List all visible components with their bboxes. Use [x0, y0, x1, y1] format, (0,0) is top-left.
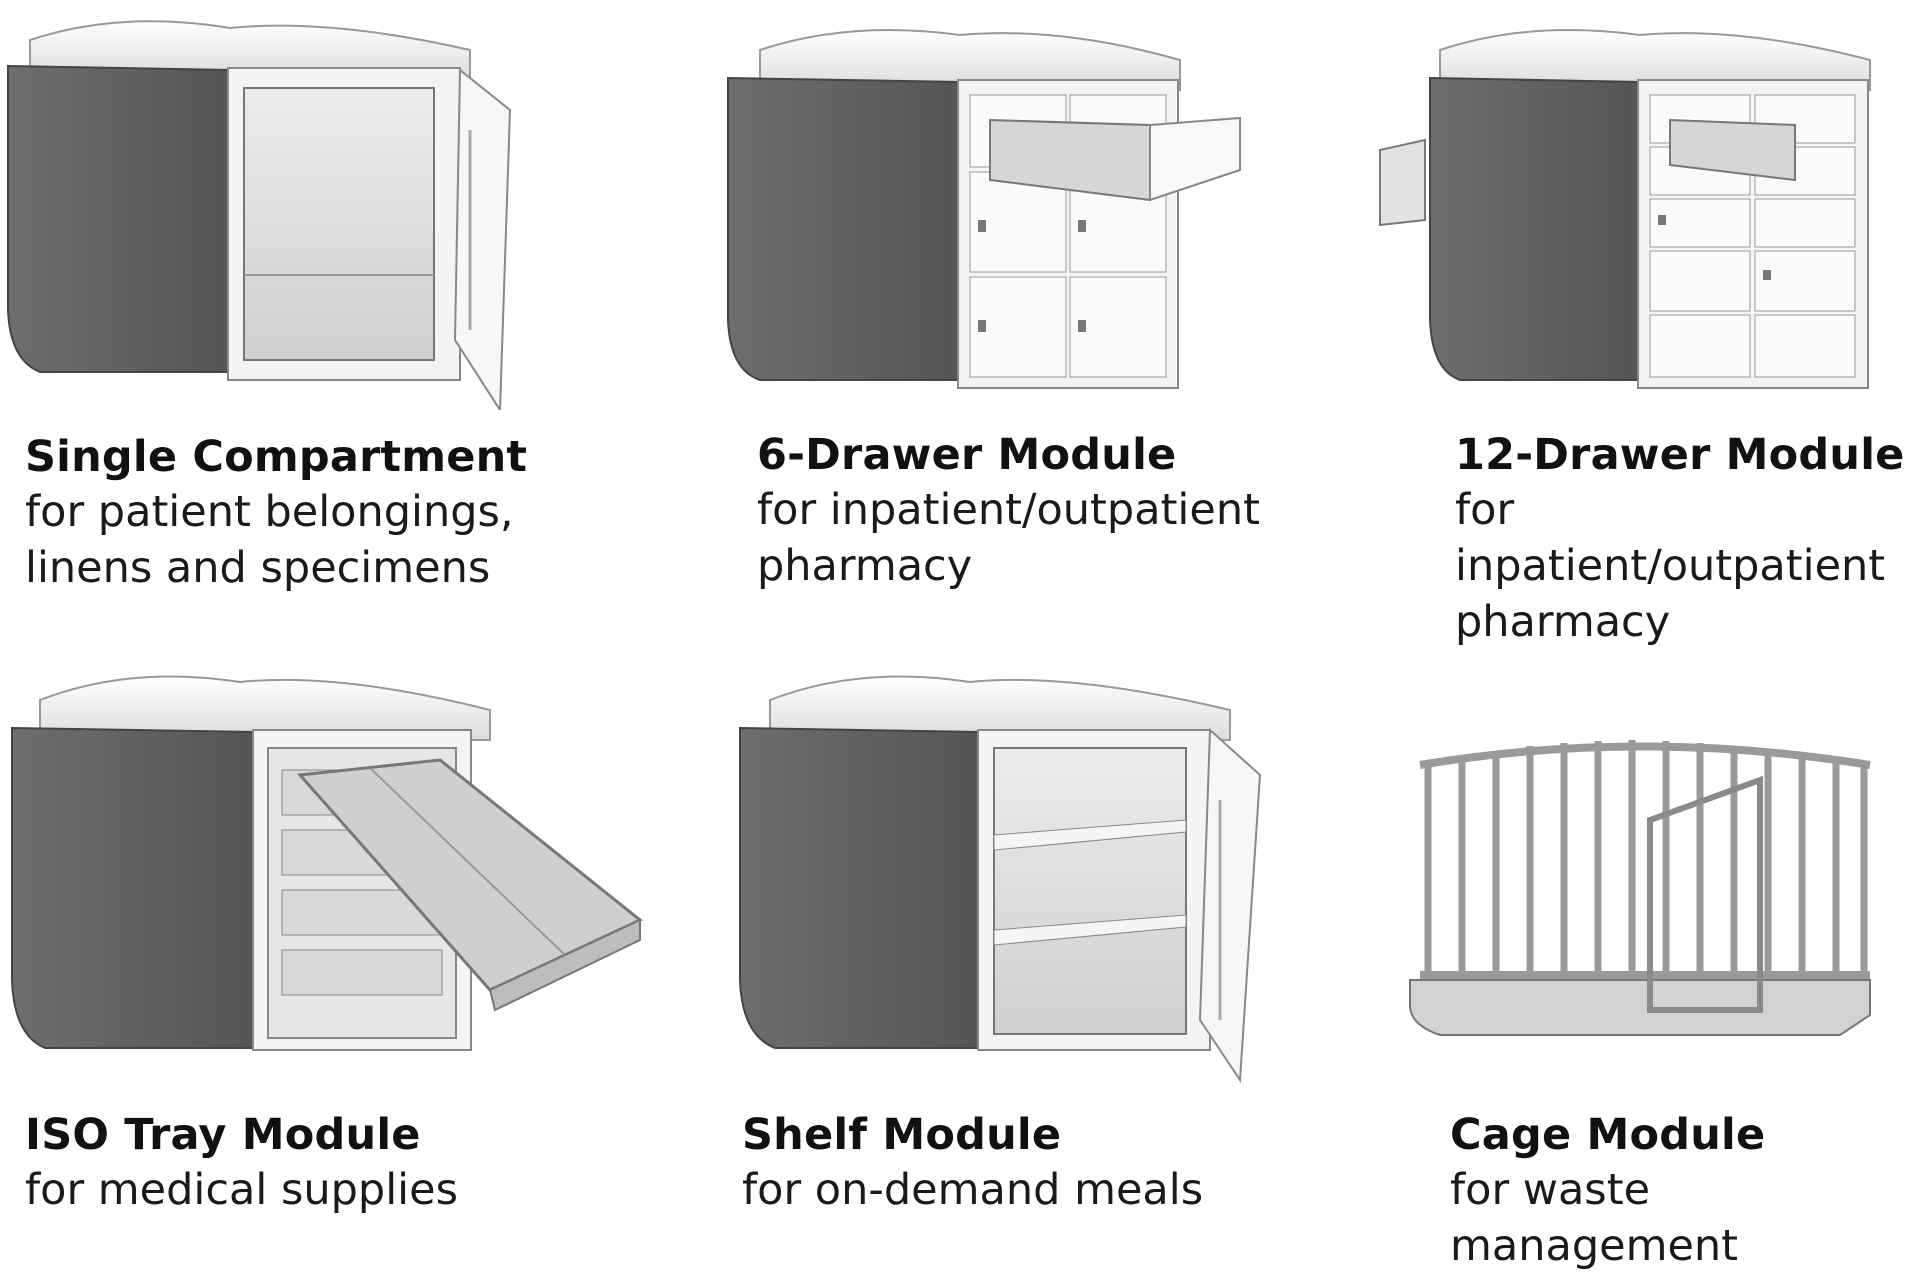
six-drawer-icon: [720, 20, 1260, 400]
shelf-icon: [730, 660, 1290, 1100]
module-caption: Shelf Module for on-demand meals: [742, 1108, 1203, 1218]
module-caption: 12-Drawer Module for inpatient/outpatien…: [1455, 428, 1931, 650]
module-description: for inpatient/outpatient pharmacy: [757, 485, 1260, 591]
module-title: 6-Drawer Module: [757, 430, 1177, 480]
module-card-single-compartment: Single Compartment for patient belonging…: [0, 0, 620, 600]
module-description: for patient belongings, linens and speci…: [25, 487, 514, 593]
module-caption: Cage Module for waste management: [1450, 1108, 1931, 1274]
module-description: for on-demand meals: [742, 1165, 1204, 1215]
module-description: for inpatient/outpatient pharmacy: [1455, 485, 1886, 647]
twelve-drawer-icon: [1370, 20, 1890, 400]
module-description: for medical supplies: [25, 1165, 458, 1215]
module-description: for waste management: [1450, 1165, 1739, 1271]
single-compartment-icon: [0, 10, 520, 410]
module-title: Single Compartment: [25, 432, 528, 482]
module-caption: 6-Drawer Module for inpatient/outpatient…: [757, 428, 1260, 594]
module-title: ISO Tray Module: [25, 1110, 421, 1160]
module-title: 12-Drawer Module: [1455, 430, 1905, 480]
module-caption: ISO Tray Module for medical supplies: [25, 1108, 458, 1218]
iso-tray-icon: [0, 660, 660, 1060]
module-card-twelve-drawer: 12-Drawer Module for inpatient/outpatien…: [1360, 0, 1931, 647]
module-title: Cage Module: [1450, 1110, 1766, 1160]
module-title: Shelf Module: [742, 1110, 1062, 1160]
module-card-iso-tray: ISO Tray Module for medical supplies: [0, 660, 700, 1215]
module-card-shelf: Shelf Module for on-demand meals: [700, 660, 1340, 1215]
module-card-six-drawer: 6-Drawer Module for inpatient/outpatient…: [700, 0, 1320, 600]
module-caption: Single Compartment for patient belonging…: [25, 430, 527, 596]
module-card-cage: Cage Module for waste management: [1400, 660, 1931, 1271]
cage-icon: [1400, 710, 1900, 1050]
